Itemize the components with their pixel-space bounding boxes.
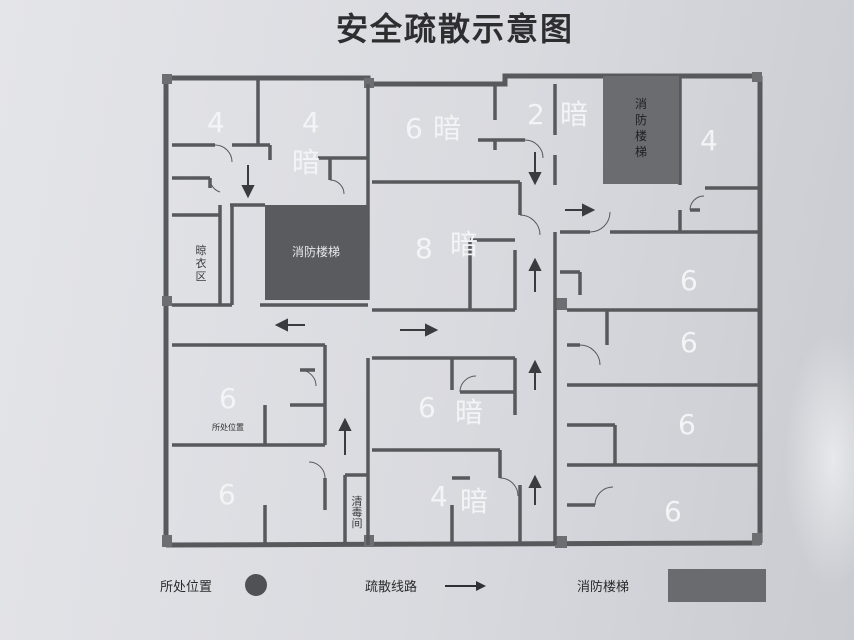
room-number: 4 <box>302 106 320 139</box>
fire-stair-top-label: 消 防 楼 梯 <box>635 97 647 159</box>
room-number: 6 <box>405 112 423 145</box>
room-number: 6 <box>678 408 696 441</box>
room-number: 6 <box>680 264 698 297</box>
location-marker-icon <box>245 574 267 596</box>
room-number: 6 <box>664 495 682 528</box>
room-number: 8 <box>415 232 433 265</box>
cleaning-room-label: 清 毒 间 <box>352 495 363 530</box>
room-dark-mark: 暗 <box>433 112 461 145</box>
svg-text:衣: 衣 <box>196 256 207 270</box>
svg-text:防: 防 <box>635 112 647 127</box>
evacuation-arrows <box>241 152 596 505</box>
route-arrow-icon <box>445 581 486 591</box>
inner-walls <box>172 76 760 545</box>
evac-arrow <box>528 257 542 292</box>
evac-arrow <box>274 318 305 332</box>
legend: 所处位置 疏散线路 消防楼梯 <box>160 569 766 602</box>
room-number: 4 <box>700 124 718 157</box>
evac-arrow <box>400 323 439 337</box>
fire-stair-center-label: 消防楼梯 <box>292 244 340 259</box>
page-title: 安全疏散示意图 <box>335 10 574 48</box>
svg-text:区: 区 <box>196 270 207 283</box>
evac-arrow <box>241 165 255 199</box>
svg-text:梯: 梯 <box>635 145 647 159</box>
evac-arrow <box>528 474 542 505</box>
evac-arrow <box>565 203 596 217</box>
stair-swatch-icon <box>668 569 766 602</box>
evac-arrow <box>528 359 542 390</box>
room-dark-mark: 暗 <box>455 396 483 429</box>
room-dark-mark: 暗 <box>560 98 588 131</box>
svg-text:间: 间 <box>352 517 363 530</box>
door-swings <box>209 139 705 506</box>
room-dark-mark: 暗 <box>450 228 478 261</box>
legend-route-label: 疏散线路 <box>365 579 417 595</box>
evac-arrow <box>528 152 542 186</box>
fire-stair-center <box>265 205 368 300</box>
changing-room-label: 晾 衣 区 <box>196 243 207 283</box>
legend-location-label: 所处位置 <box>160 580 212 595</box>
room-dark-mark: 暗 <box>292 146 320 179</box>
svg-text:清: 清 <box>352 495 363 508</box>
room-number: 6 <box>418 391 436 424</box>
legend-stair-label: 消防楼梯 <box>577 579 629 595</box>
svg-text:消: 消 <box>635 97 647 111</box>
svg-text:楼: 楼 <box>635 128 647 143</box>
current-location-label: 所处位置 <box>212 422 244 432</box>
room-number: 4 <box>430 480 448 513</box>
fire-stair-top <box>603 76 679 184</box>
room-number: 6 <box>680 326 698 359</box>
room-number: 2 <box>527 98 545 131</box>
svg-text:晾: 晾 <box>196 243 207 257</box>
room-number: 6 <box>218 478 236 511</box>
photo-glare <box>784 330 854 590</box>
room-dark-mark: 暗 <box>460 485 488 518</box>
room-labels: 4 4 暗 6 暗 2 暗 4 8 暗 6 6 6 6 暗 6 6 4 暗 6 <box>207 98 718 528</box>
room-number: 4 <box>207 106 225 139</box>
evac-arrow <box>338 417 352 455</box>
room-number: 6 <box>219 382 237 415</box>
svg-text:毒: 毒 <box>352 506 363 519</box>
